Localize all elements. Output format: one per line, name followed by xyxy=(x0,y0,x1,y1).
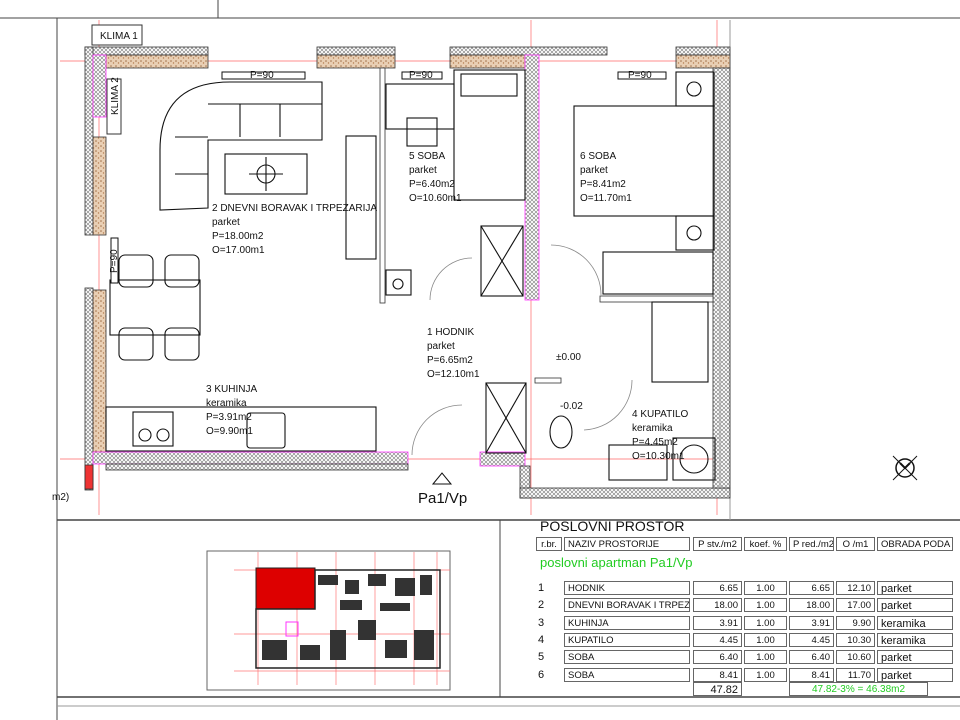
row-name: HODNIK xyxy=(564,581,690,595)
header-o: O /m1 xyxy=(836,537,875,551)
klima-2-label: KLIMA 2 xyxy=(110,77,121,115)
edge-note: m2) xyxy=(52,492,69,503)
radiator-label: P=90 xyxy=(250,70,274,81)
row-p-red: 8.41 xyxy=(789,667,834,682)
header-koef: koef. % xyxy=(744,537,787,551)
row-o: 11.70 xyxy=(836,667,875,682)
row-floor: parket xyxy=(877,581,953,595)
row-name: DNEVNI BORAVAK I TRPEZARIJA xyxy=(564,598,690,613)
row-koef: 1.00 xyxy=(744,650,787,665)
header-p-red: P red./m2 xyxy=(789,537,834,551)
row-koef: 1.00 xyxy=(744,615,787,630)
level-mark: ±0.00 xyxy=(556,352,581,363)
walls xyxy=(84,46,731,499)
room-area: P=18.00m2 xyxy=(212,231,264,242)
row-floor: parket xyxy=(877,598,953,613)
room-perimeter: O=11.70m1 xyxy=(580,193,632,204)
row-name: SOBA xyxy=(564,667,690,682)
room-floor: keramika xyxy=(632,423,673,434)
row-number: 1 xyxy=(538,582,545,594)
room-floor: keramika xyxy=(206,398,247,409)
row-floor: keramika xyxy=(877,632,953,647)
room-perimeter: O=17.00m1 xyxy=(212,245,265,256)
row-o: 9.90 xyxy=(836,615,875,630)
row-p-stv: 3.91 xyxy=(693,615,742,630)
klima-units: KLIMA 1 KLIMA 2 xyxy=(91,24,143,135)
room-area: P=3.91m2 xyxy=(206,412,252,423)
room-floor: parket xyxy=(212,217,240,228)
room-name: 5 SOBA xyxy=(409,151,445,162)
row-p-red: 4.45 xyxy=(789,632,834,647)
room-name: 1 HODNIK xyxy=(427,327,475,338)
row-p-stv: 6.40 xyxy=(693,650,742,665)
row-floor: parket xyxy=(877,650,953,665)
radiator-label: P=90 xyxy=(409,70,433,81)
table-title: POSLOVNI PROSTOR xyxy=(540,518,685,534)
row-number: 5 xyxy=(538,651,545,664)
room-name: 2 DNEVNI BORAVAK I TRPEZARIJA xyxy=(212,203,377,214)
north-arrow-icon xyxy=(892,455,918,481)
row-o: 10.30 xyxy=(836,632,875,647)
room-name: 3 KUHINJA xyxy=(206,384,257,395)
row-koef: 1.00 xyxy=(744,632,787,647)
room-floor: parket xyxy=(409,165,437,176)
row-p-red: 6.40 xyxy=(789,650,834,665)
row-number: 4 xyxy=(538,633,545,646)
header-obrada: OBRADA PODA xyxy=(877,537,953,551)
row-number: 2 xyxy=(538,599,545,612)
row-floor: keramika xyxy=(877,615,953,630)
room-perimeter: O=10.60m1 xyxy=(409,193,462,204)
room-name: 6 SOBA xyxy=(580,151,616,162)
header-rbr: r.br. xyxy=(536,537,562,551)
level-mark: -0.02 xyxy=(560,401,583,412)
header-naziv: NAZIV PROSTORIJE xyxy=(564,537,690,551)
row-p-red: 18.00 xyxy=(789,598,834,613)
key-plan xyxy=(206,550,451,691)
radiator-labels: P=90 P=90 P=90 P=90 xyxy=(109,70,667,284)
row-koef: 1.00 xyxy=(744,598,787,613)
room-area: P=4.45m2 xyxy=(632,437,678,448)
room-perimeter: O=12.10m1 xyxy=(427,369,480,380)
table-subtitle: poslovni apartman Pa1/Vp xyxy=(540,555,693,570)
entrance-label: Pa1/Vp xyxy=(418,490,467,507)
furniture xyxy=(105,69,721,488)
row-p-stv: 6.65 xyxy=(693,581,742,595)
row-o: 10.60 xyxy=(836,650,875,665)
radiator-label: P=90 xyxy=(109,249,120,273)
room-area: P=6.40m2 xyxy=(409,179,455,190)
row-o: 17.00 xyxy=(836,598,875,613)
row-p-stv: 4.45 xyxy=(693,632,742,647)
row-koef: 1.00 xyxy=(744,581,787,595)
row-p-stv: 8.41 xyxy=(693,667,742,682)
row-name: SOBA xyxy=(564,650,690,665)
room-floor: parket xyxy=(427,341,455,352)
row-number: 3 xyxy=(538,616,545,629)
room-labels: 2 DNEVNI BORAVAK I TRPEZARIJA parket P=1… xyxy=(206,151,689,462)
room-perimeter: O=9.90m1 xyxy=(206,426,253,437)
room-name: 4 KUPATILO xyxy=(632,409,689,420)
radiator-label: P=90 xyxy=(628,70,652,81)
total-p-stv: 47.82 xyxy=(693,682,742,696)
room-area: P=8.41m2 xyxy=(580,179,626,190)
entrance-marker: Pa1/Vp m2) xyxy=(52,472,467,507)
row-p-red: 3.91 xyxy=(789,615,834,630)
room-perimeter: O=10.30m1 xyxy=(632,451,685,462)
row-floor: parket xyxy=(877,667,953,682)
row-name: KUPATILO xyxy=(564,632,690,647)
row-p-red: 6.65 xyxy=(789,581,834,595)
header-p-stv: P stv./m2 xyxy=(693,537,742,551)
klima-1-label: KLIMA 1 xyxy=(100,31,138,42)
reduced-total: 47.82-3% = 46.38m2 xyxy=(789,682,928,696)
room-floor: parket xyxy=(580,165,608,176)
row-p-stv: 18.00 xyxy=(693,598,742,613)
row-koef: 1.00 xyxy=(744,667,787,682)
row-o: 12.10 xyxy=(836,581,875,595)
row-name: KUHINJA xyxy=(564,615,690,630)
row-number: 6 xyxy=(538,668,545,681)
room-area: P=6.65m2 xyxy=(427,355,473,366)
